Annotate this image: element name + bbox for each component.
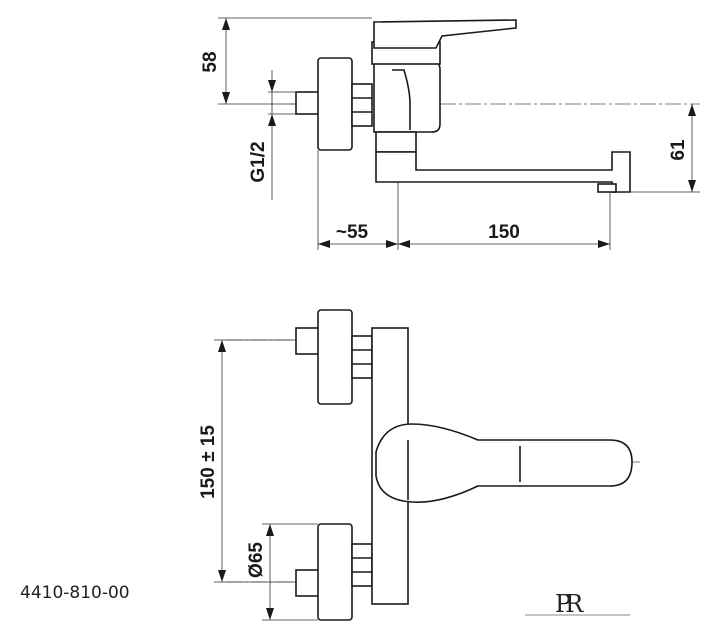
side-spout xyxy=(375,151,631,193)
dim-55-label: ~55 xyxy=(336,222,369,243)
front-rosette-bottom xyxy=(317,523,353,621)
dim-diameter-label: Ø65 xyxy=(246,542,267,578)
svg-text:PR: PR xyxy=(555,590,584,618)
product-code: 4410-810-00 xyxy=(20,583,130,603)
side-handle xyxy=(373,19,517,49)
dim-thread-label: G1/2 xyxy=(248,141,269,182)
dim-58-label: 58 xyxy=(200,51,221,72)
brand-logo: PR xyxy=(525,590,630,618)
dim-150-label: 150 xyxy=(488,222,520,243)
side-rosette xyxy=(317,57,353,151)
front-rosette-top xyxy=(317,309,353,405)
side-view: 58 G1/2 61 ~55 150 xyxy=(200,17,700,250)
side-connector xyxy=(295,91,321,115)
side-spout-joint xyxy=(375,131,417,153)
dim-61-label: 61 xyxy=(668,139,689,161)
front-nut-bottom xyxy=(351,543,373,587)
dim-center-distance-label: 150 ± 15 xyxy=(198,425,219,499)
front-view: 150 ± 15 Ø65 xyxy=(198,309,640,621)
front-connector-bottom xyxy=(295,569,321,597)
front-handle xyxy=(375,423,633,503)
side-aerator xyxy=(597,183,617,193)
side-nut xyxy=(351,83,373,127)
front-connector-top xyxy=(295,327,321,355)
side-body xyxy=(373,61,441,133)
front-nut-top xyxy=(351,335,373,379)
